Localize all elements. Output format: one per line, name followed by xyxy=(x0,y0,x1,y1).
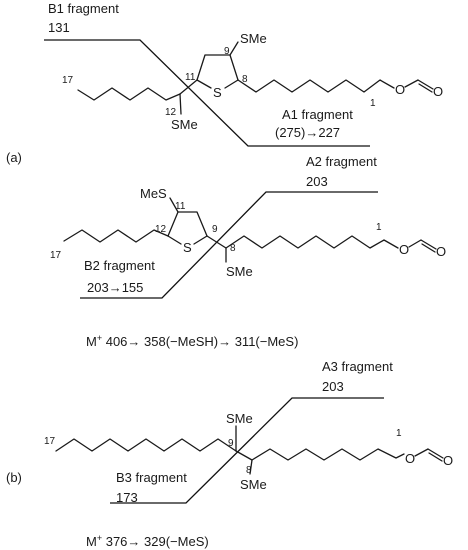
bond-c9-c8-2 xyxy=(206,235,227,249)
b1-fragment-label: B1 fragment xyxy=(48,1,119,16)
bond-o-formyl-3 xyxy=(414,448,429,457)
b2-fragment-label: B2 fragment xyxy=(84,258,155,273)
alkyl-chain-c8-c1 xyxy=(237,79,395,93)
a2-cleavage-line xyxy=(80,191,378,299)
formyl-double-bond-2 xyxy=(421,243,436,253)
locant-12-2: 12 xyxy=(155,224,167,235)
locant-1-3: 1 xyxy=(396,428,402,439)
locant-12: 12 xyxy=(165,107,177,118)
carbonyl-oxygen-2: O xyxy=(436,244,446,259)
ms-fragmentation-b: M+ 376→ 329(−MeS) xyxy=(86,533,209,549)
locant-8-3: 8 xyxy=(246,465,252,476)
ms-series-b: 376→ 329(−MeS) xyxy=(102,534,209,549)
locant-8-2: 8 xyxy=(230,243,236,254)
ms-charge-b: + xyxy=(97,533,102,543)
sme-group-c12: SMe xyxy=(171,117,198,132)
ms-fragmentation-a: M+ 406→ 358(−MeSH)→ 311(−MeS) xyxy=(86,333,298,349)
locant-1: 1 xyxy=(370,98,376,109)
bond-c12-s-2 xyxy=(167,235,182,245)
locant-9-3: 9 xyxy=(228,438,234,449)
b3-fragment-label: B3 fragment xyxy=(116,470,187,485)
b2-fragment-mass: 203→155 xyxy=(87,280,143,295)
locant-11-2: 11 xyxy=(175,201,186,212)
bond-s-c8 xyxy=(224,79,239,89)
locant-8: 8 xyxy=(242,74,248,85)
ring-sulfur-2: S xyxy=(183,240,192,255)
sme-group-c8: SMe xyxy=(226,264,253,279)
formyl-double-bond-3 xyxy=(428,452,443,462)
ms-charge-a: + xyxy=(97,333,102,343)
sme-group-c8-3: SMe xyxy=(240,477,267,492)
ester-oxygen-2: O xyxy=(399,242,409,257)
panel-a-label: (a) xyxy=(6,150,22,165)
bond-c8-sme-3 xyxy=(249,459,253,475)
alkyl-chain-c8-c1-3 xyxy=(251,448,405,461)
locant-11: 11 xyxy=(185,72,196,83)
structure-2: A2 fragment 203 B2 fragment 203→155 S Me… xyxy=(50,154,446,299)
sme-group-c9: SMe xyxy=(240,31,267,46)
ring-sulfur-1: S xyxy=(213,85,222,100)
bond-c11-s xyxy=(196,79,212,89)
ms-series-a: 406→ 358(−MeSH)→ 311(−MeS) xyxy=(102,334,298,349)
b1-fragment-mass: 131 xyxy=(48,20,70,35)
alkyl-chain-c17-c9-3 xyxy=(55,438,237,452)
alkyl-chain-c8-c1-2 xyxy=(225,235,399,249)
bond-c11-mes xyxy=(169,197,179,213)
locant-17-3: 17 xyxy=(44,436,56,447)
a3-fragment-label: A3 fragment xyxy=(322,359,393,374)
panel-b-label: (b) xyxy=(6,470,22,485)
a3-cleavage-line xyxy=(110,397,384,504)
mes-group-c11: MeS xyxy=(140,186,167,201)
bond-o-formyl-2 xyxy=(408,239,422,248)
locant-9-2: 9 xyxy=(212,224,218,235)
b1-cleavage-line xyxy=(44,39,370,147)
ester-oxygen-1: O xyxy=(395,82,405,97)
bond-c12-c11 xyxy=(179,79,198,95)
bond-c9-sme xyxy=(229,41,239,56)
thiolane-ring-2 xyxy=(167,211,208,237)
a2-fragment-mass: 203 xyxy=(306,174,328,189)
locant-17: 17 xyxy=(62,75,74,86)
formyl-bond-2 xyxy=(420,239,437,250)
carbonyl-oxygen-1: O xyxy=(433,84,443,99)
sme-group-c9-3: SMe xyxy=(226,411,253,426)
bond-o-formyl-1 xyxy=(404,79,419,88)
formyl-double-bond-1 xyxy=(418,83,433,93)
a3-fragment-mass: 203 xyxy=(322,379,344,394)
structure-1: B1 fragment 131 A1 fragment (275)→227 SM… xyxy=(44,1,443,147)
locant-17-2: 17 xyxy=(50,250,62,261)
locant-1-2: 1 xyxy=(376,222,382,233)
carbonyl-oxygen-3: O xyxy=(443,453,453,468)
b3-fragment-mass: 173 xyxy=(116,490,138,505)
bond-s-c9-2 xyxy=(193,235,208,245)
locant-9: 9 xyxy=(224,46,230,57)
bond-c9-c8-3 xyxy=(235,450,253,461)
formyl-bond-3 xyxy=(427,448,444,459)
a2-fragment-label: A2 fragment xyxy=(306,154,377,169)
ester-oxygen-3: O xyxy=(405,451,415,466)
ms-ion-b: M xyxy=(86,534,97,549)
alkyl-chain-c17-c12 xyxy=(77,87,181,101)
alkyl-chain-c17-c12-2 xyxy=(63,229,169,243)
structure-3: A3 fragment 203 B3 fragment 173 SMe SMe … xyxy=(44,359,453,505)
bond-c12-sme xyxy=(179,93,182,115)
thiolane-ring-1 xyxy=(196,54,239,81)
ms-ion-a: M xyxy=(86,334,97,349)
a1-fragment-label: A1 fragment xyxy=(282,107,353,122)
formyl-bond-1 xyxy=(417,79,434,90)
a1-fragment-mass: (275)→227 xyxy=(275,125,340,140)
